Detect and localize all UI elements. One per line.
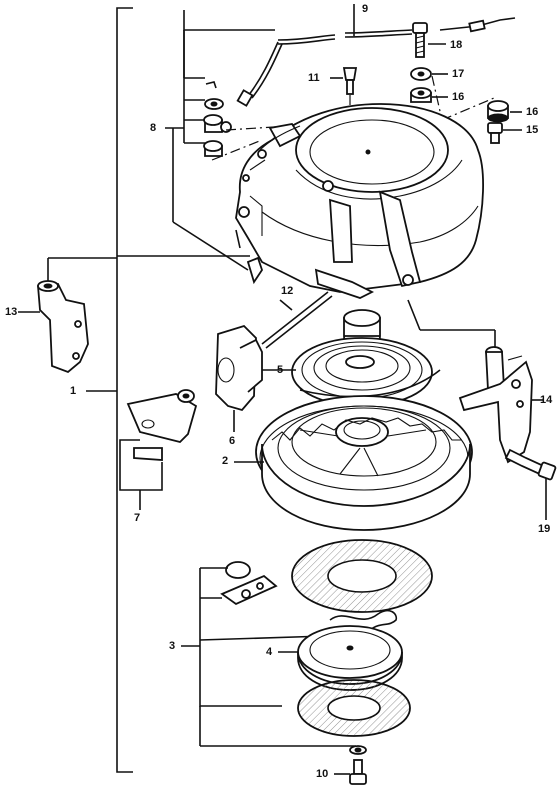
callout-16-right: 16 bbox=[526, 106, 539, 118]
bracket-14 bbox=[407, 299, 544, 464]
recoil-spring-5 bbox=[262, 337, 441, 407]
callout-4: 4 bbox=[266, 646, 273, 658]
callout-18: 18 bbox=[450, 39, 463, 51]
callout-12: 12 bbox=[281, 285, 294, 297]
small-parts-8 bbox=[203, 75, 495, 161]
bracket-group-8 bbox=[165, 10, 275, 271]
grommet-16-right bbox=[487, 100, 522, 123]
bolt-19 bbox=[504, 448, 557, 520]
friction-plate-upper bbox=[291, 539, 433, 613]
callout-1: 1 bbox=[70, 385, 77, 397]
bushing-15 bbox=[487, 122, 522, 144]
washer-17 bbox=[410, 67, 448, 81]
bracket-13 bbox=[18, 280, 89, 374]
bolt-18 bbox=[412, 22, 446, 58]
callout-9: 9 bbox=[362, 3, 369, 15]
nut-16-upper bbox=[410, 87, 448, 103]
starter-housing bbox=[235, 103, 484, 299]
callout-3: 3 bbox=[169, 640, 176, 652]
stop-switch-cable bbox=[236, 4, 516, 107]
knob-7 bbox=[119, 389, 198, 510]
rope-reel-2 bbox=[234, 395, 473, 531]
callout-5: 5 bbox=[277, 364, 284, 376]
callout-8: 8 bbox=[150, 122, 157, 134]
assembly-bracket-line bbox=[47, 7, 250, 773]
callout-6: 6 bbox=[229, 435, 236, 447]
callout-17: 17 bbox=[452, 68, 465, 80]
callout-2: 2 bbox=[222, 455, 229, 467]
group-3-parts bbox=[181, 561, 398, 747]
callout-13: 13 bbox=[5, 306, 18, 318]
starter-handle-6 bbox=[215, 324, 263, 432]
bolt-10 bbox=[334, 745, 367, 785]
drive-plate-4 bbox=[278, 625, 403, 691]
callout-7: 7 bbox=[134, 512, 141, 524]
callout-15: 15 bbox=[526, 124, 539, 136]
callout-19: 19 bbox=[538, 523, 551, 535]
callout-16-upper: 16 bbox=[452, 91, 465, 103]
callout-14: 14 bbox=[540, 394, 553, 406]
callout-11: 11 bbox=[308, 72, 320, 84]
starter-rope-12 bbox=[261, 291, 333, 349]
callout-10: 10 bbox=[316, 768, 329, 780]
friction-plate-lower bbox=[297, 679, 411, 737]
